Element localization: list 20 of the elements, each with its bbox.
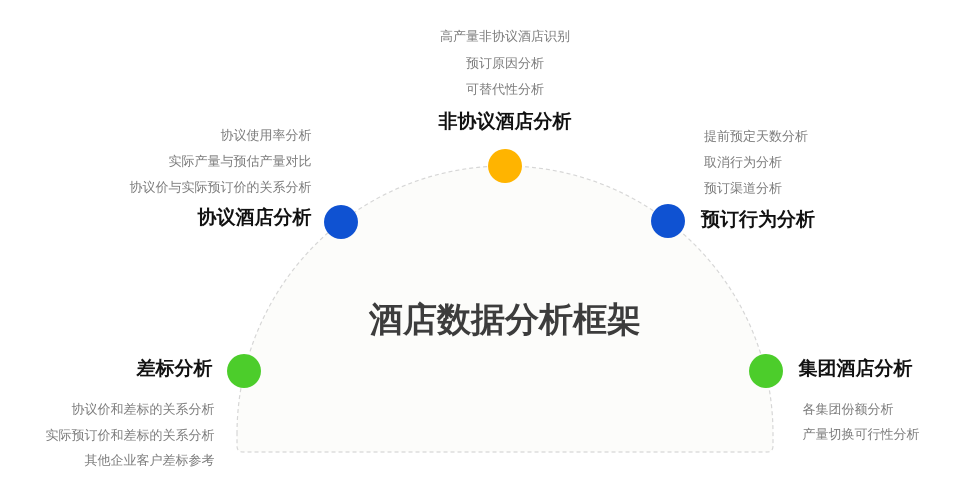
topic-heading: 集团酒店分析 [798,358,913,381]
subtopic-label: 取消行为分析 [704,154,782,172]
subtopic-label: 提前预定天数分析 [704,128,808,146]
subtopic-label: 协议价与实际预订价的关系分析 [129,179,312,196]
topic-heading: 差标分析 [136,358,212,381]
subtopic-label: 各集团份额分析 [802,402,894,419]
subtopic-label: 高产量非协议酒店识别 [440,28,570,46]
subtopic-label: 协议使用率分析 [220,127,312,144]
subtopic-label: 预订原因分析 [466,55,544,72]
subtopic-label: 可替代性分析 [466,82,544,98]
topic-heading: 非协议酒店分析 [438,110,572,134]
subtopic-label: 实际产量与预估产量对比 [168,153,312,170]
topic-heading: 预订行为分析 [700,208,815,232]
subtopic-label: 实际预订价和差标的关系分析 [45,427,214,444]
diagram-title: 酒店数据分析框架 [369,300,641,340]
subtopic-label: 其他企业客户差标参考 [84,452,214,470]
subtopic-label: 预订渠道分析 [704,180,782,198]
subtopic-label: 协议价和差标的关系分析 [71,402,214,419]
subtopic-label: 产量切换可行性分析 [802,426,920,444]
topic-heading: 协议酒店分析 [197,206,312,230]
